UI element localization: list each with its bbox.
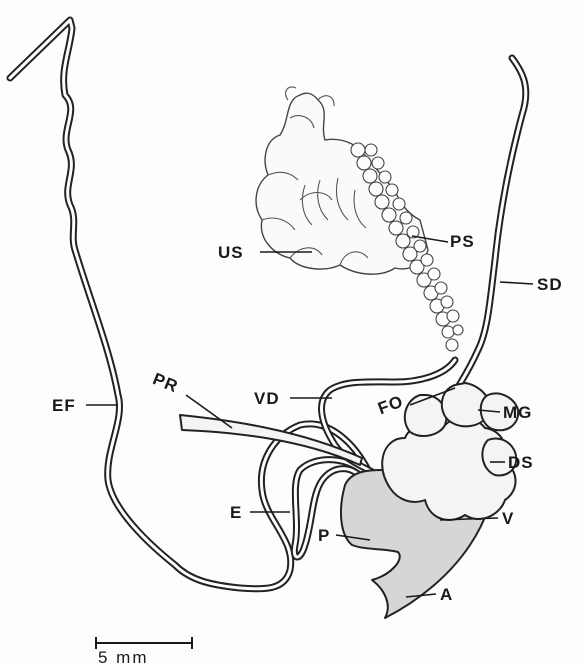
scale-bar-label: 5 mm	[98, 648, 149, 666]
label-p: P	[318, 526, 330, 545]
label-e: E	[230, 503, 242, 522]
scale-bar: 5 mm	[96, 637, 192, 666]
label-us: US	[218, 243, 244, 262]
label-sd: SD	[537, 275, 563, 294]
label-a: A	[440, 585, 453, 604]
label-ps: PS	[450, 232, 475, 251]
label-ef: EF	[52, 396, 76, 415]
label-mg: MG	[503, 403, 532, 422]
label-v: V	[502, 509, 514, 528]
leader-sd	[500, 282, 533, 284]
label-fo: FO	[375, 392, 406, 419]
right-duct	[455, 58, 526, 392]
label-ds: DS	[508, 453, 534, 472]
label-pr: PR	[150, 369, 181, 396]
label-vd: VD	[254, 389, 280, 408]
